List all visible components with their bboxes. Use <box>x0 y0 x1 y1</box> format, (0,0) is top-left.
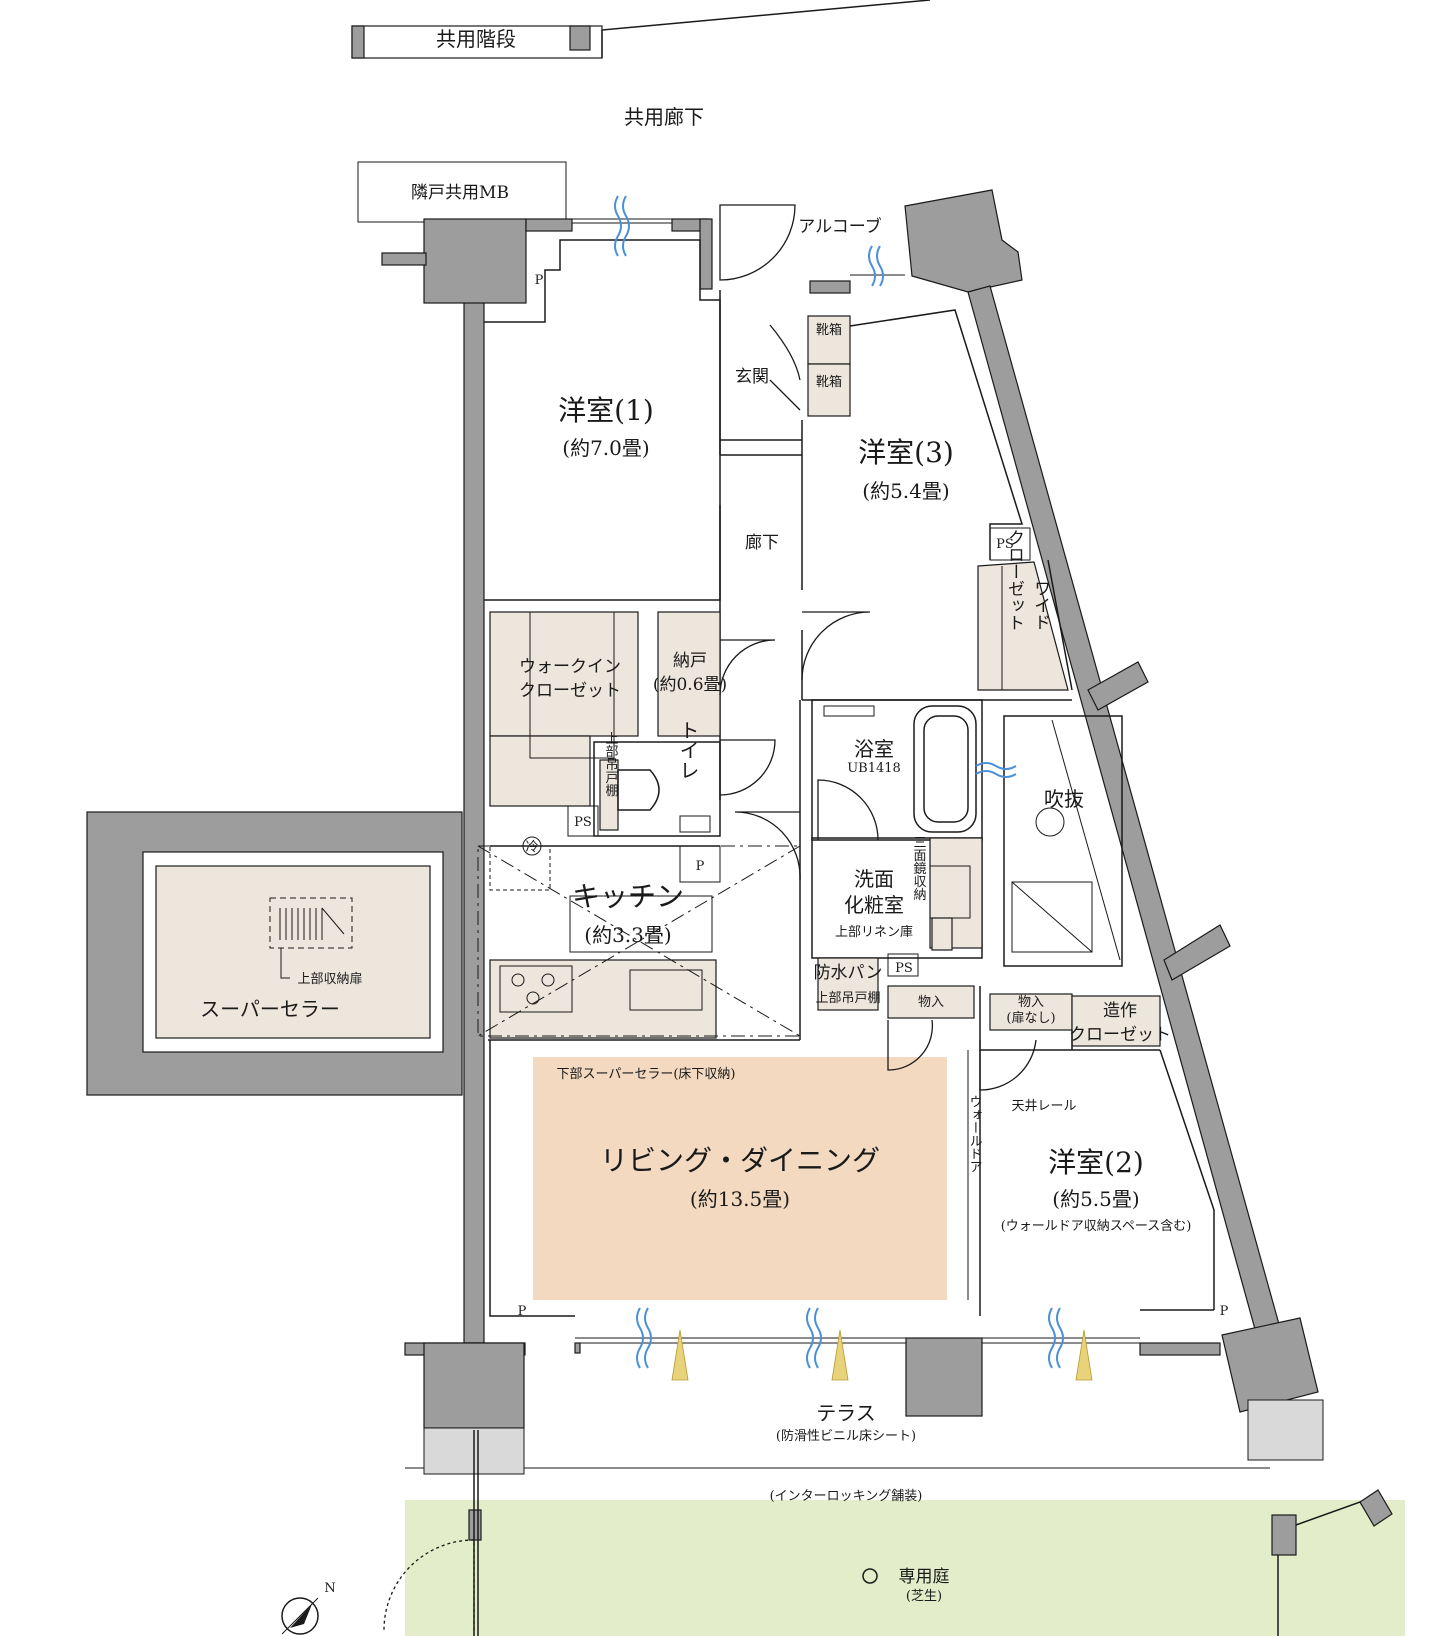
label-interlocking: (インターロッキング舗装) <box>770 1489 923 1504</box>
label-room1-size: (約7.0畳) <box>562 436 649 460</box>
label-garden: 専用庭 <box>899 1567 950 1587</box>
label-shoe-box-1: 靴箱 <box>816 322 842 338</box>
label-fridge: 冷 <box>525 840 538 855</box>
label-storage-closet-size: (約0.6畳) <box>653 675 727 695</box>
label-room2-note: (ウォールドア収納スペース含む) <box>1001 1218 1192 1234</box>
label-living-size: (約13.5畳) <box>690 1187 790 1211</box>
label-living: リビング・ダイニング <box>600 1144 880 1177</box>
labels: 共用階段 共用廊下 隣戸共用MB アルコーブ 玄関 靴箱 靴箱 廊下 洋室(1)… <box>200 27 1229 1604</box>
label-ps-toilet: PS <box>574 815 592 830</box>
label-room1-name: 洋室(1) <box>558 394 654 427</box>
label-common-stairs: 共用階段 <box>436 27 516 51</box>
ventilation-marks <box>614 195 1064 1369</box>
label-room3-size: (約5.4畳) <box>862 479 949 503</box>
label-ps-room3: PS <box>996 537 1014 552</box>
label-mirror-storage: 三面鏡収納 <box>911 836 927 902</box>
label-bath-unit: UB1418 <box>847 761 901 776</box>
label-wide-closet: クローゼット <box>1004 529 1024 631</box>
label-entrance: 玄関 <box>735 367 769 387</box>
label-alcove: アルコーブ <box>798 216 881 237</box>
label-upper-hanging: 上部吊戸棚 <box>815 991 880 1006</box>
label-upper-storage-door: 上部収納扉 <box>297 971 362 987</box>
label-waterproof-pan: 防水パン <box>814 963 883 983</box>
label-washroom-2: 化粧室 <box>844 893 904 917</box>
label-walkin-2: クローゼット <box>519 681 621 701</box>
label-upper-linen: 上部リネン庫 <box>835 925 913 940</box>
label-kitchen: キッチン <box>572 880 684 913</box>
label-neighbor-mb: 隣戸共用MB <box>411 183 509 203</box>
label-room2-size: (約5.5畳) <box>1052 1187 1139 1211</box>
label-ceiling-rail: 天井レール <box>1011 1099 1076 1114</box>
label-p-living: P <box>518 1304 527 1319</box>
label-storage-nodoor-2: (扉なし) <box>1006 1010 1055 1026</box>
label-storage-closet: 納戸 <box>673 651 707 671</box>
label-p-kitchen: P <box>696 859 705 874</box>
super-cellar-block <box>86 811 463 1096</box>
light-marks <box>671 1329 1093 1381</box>
label-shoe-box-2: 靴箱 <box>816 374 842 390</box>
label-wall-door: ウォールドア <box>967 1095 982 1173</box>
label-terrace: テラス <box>816 1401 876 1425</box>
garden-area <box>405 1500 1405 1636</box>
label-built-in-closet-2: クローゼット <box>1069 1025 1171 1045</box>
label-washroom-1: 洗面 <box>854 867 894 891</box>
label-room3-name: 洋室(3) <box>858 436 954 469</box>
label-storage: 物入 <box>918 995 944 1010</box>
label-walkin-1: ウォークイン <box>519 657 621 677</box>
label-p-room2: P <box>1220 1304 1229 1319</box>
interior-lines <box>477 218 1215 1344</box>
common-stairs <box>351 0 931 59</box>
label-kitchen-size: (約3.3畳) <box>584 923 671 947</box>
doors <box>383 204 1037 1631</box>
label-terrace-note: (防滑性ビニル床シート) <box>776 1428 916 1444</box>
label-toilet: トイレ <box>676 720 700 780</box>
label-hallway: 廊下 <box>745 533 779 553</box>
living-highlight <box>533 1057 947 1300</box>
label-north: N <box>324 1581 335 1596</box>
label-storage-nodoor-1: 物入 <box>1018 995 1044 1010</box>
label-built-in-closet-1: 造作 <box>1103 1001 1137 1021</box>
walls <box>381 189 1393 1636</box>
label-bath: 浴室 <box>854 737 894 761</box>
label-ps-wash: PS <box>895 961 913 976</box>
label-void: 吹抜 <box>1044 787 1084 811</box>
north-arrow <box>281 1597 319 1635</box>
label-room2-name: 洋室(2) <box>1048 1146 1144 1179</box>
label-super-cellar: スーパーセラー <box>200 997 340 1021</box>
label-wide: ワイド <box>1030 580 1050 631</box>
tree-icon <box>862 1568 878 1584</box>
label-common-corridor: 共用廊下 <box>624 105 704 129</box>
label-toilet-upper-shelf: 上部吊戸棚 <box>603 732 619 797</box>
label-garden-note: (芝生) <box>906 1588 942 1604</box>
label-p-room1: P <box>535 273 544 288</box>
label-under-cellar: 下部スーパーセラー(床下収納) <box>556 1067 735 1082</box>
